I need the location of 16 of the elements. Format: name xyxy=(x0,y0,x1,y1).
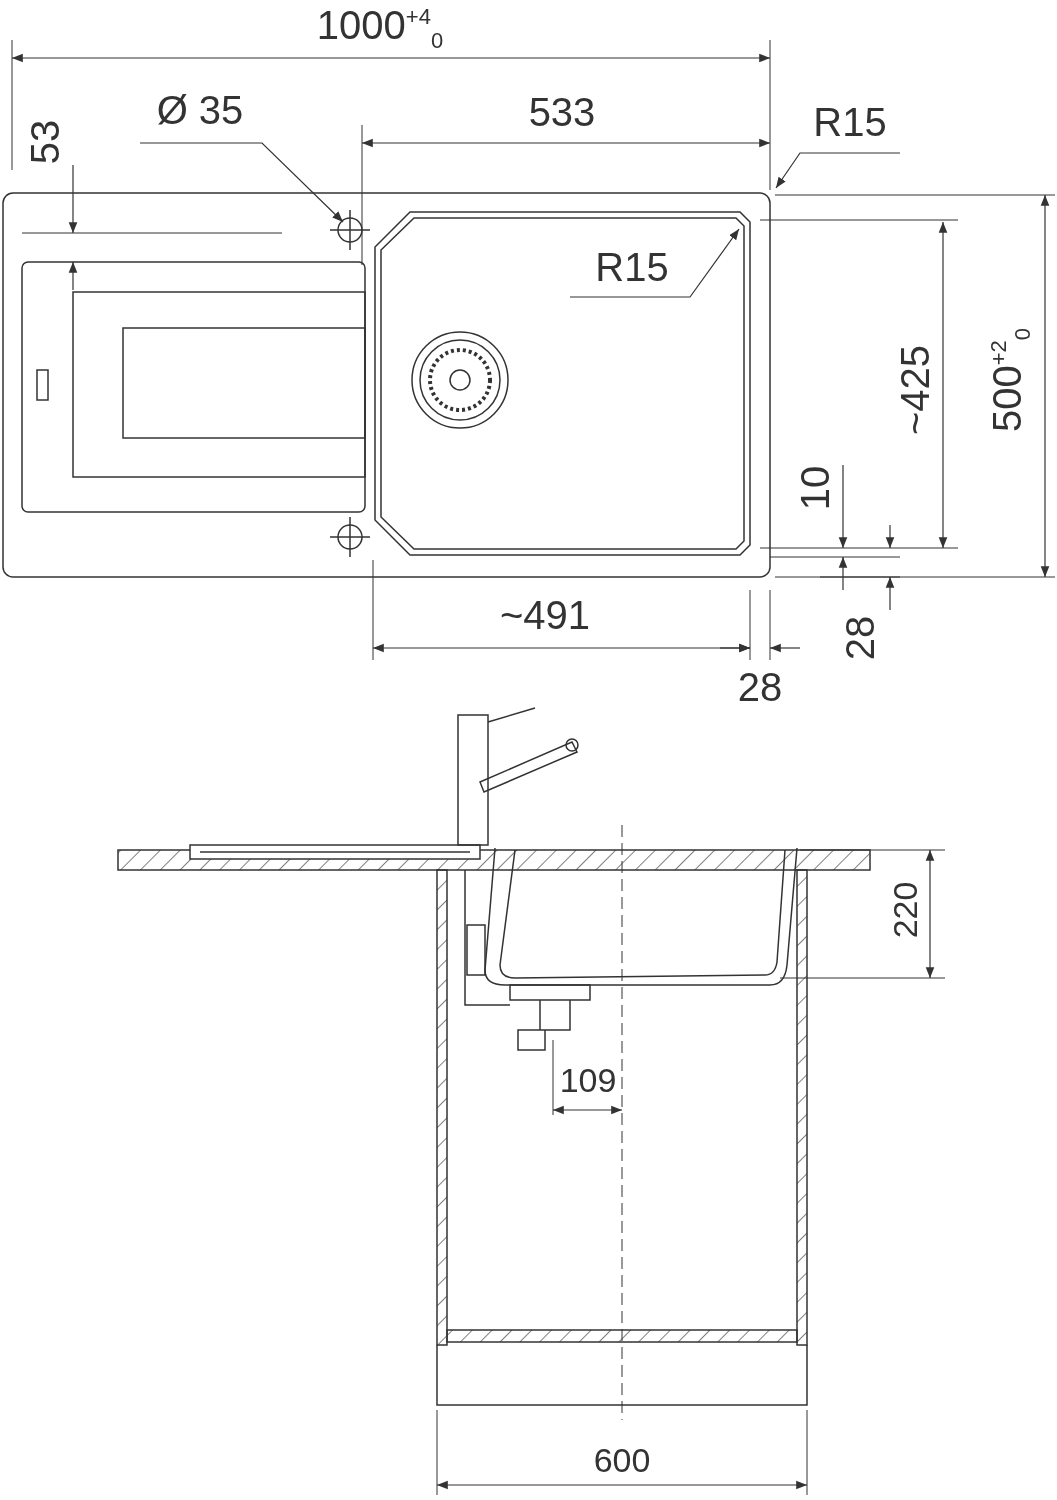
dimension-text: 28 xyxy=(840,615,880,661)
dimension-text: 600 xyxy=(593,1443,651,1477)
leader-line xyxy=(569,228,740,298)
callout-text: Ø 35 xyxy=(156,90,244,130)
leader-line xyxy=(775,152,901,189)
leader-line xyxy=(139,142,344,223)
dimension-text: 53 xyxy=(25,119,65,165)
dimension-text: 109 xyxy=(559,1063,617,1097)
dimension-text: 28 xyxy=(737,667,783,707)
dimension-text: ~425 xyxy=(895,344,935,436)
dimension-text: 10 xyxy=(795,465,835,511)
dimension-text: 533 xyxy=(528,92,596,132)
dimension-text: 220 xyxy=(888,881,922,939)
callout-text: R15 xyxy=(595,247,669,287)
dimension-text: ~491 xyxy=(499,595,591,635)
callout-text: R15 xyxy=(813,102,887,142)
